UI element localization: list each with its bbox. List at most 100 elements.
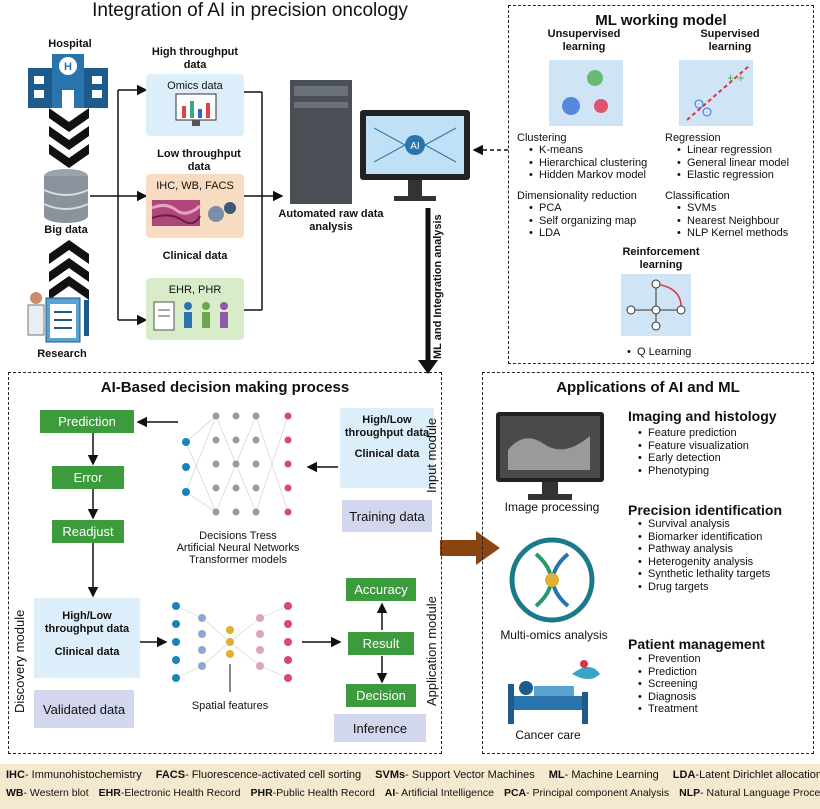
autoencoder-icon <box>172 602 292 682</box>
patient-heading: Patient management <box>628 636 765 652</box>
legend-row-2: WB- Western blot EHR-Electronic Health R… <box>6 787 820 799</box>
ihc-label: IHC, WB, FACS <box>156 180 234 192</box>
classification-plot-icon: + + <box>679 60 753 126</box>
input-clinical-label: Clinical data <box>354 448 420 460</box>
nn-caption-line: Transformer models <box>188 554 287 566</box>
decision-box: Decision <box>346 684 416 707</box>
clustering-item: K-means <box>527 144 647 157</box>
classification-label: Classification <box>665 190 730 202</box>
image-processing-label: Image processing <box>504 500 600 514</box>
automated-label: Automated raw data analysis <box>278 208 384 233</box>
down-chevrons-icon <box>49 108 89 168</box>
decision-title: AI-Based decision making process <box>100 379 350 396</box>
dimred-item: PCA <box>527 202 636 215</box>
up-chevrons-icon <box>49 240 89 300</box>
legend-row-1: IHC- Immunohistochemistry FACS- Fluoresc… <box>6 769 820 781</box>
legend-entry: WB- Western blot <box>6 787 89 799</box>
ihc-box: IHC, WB, FACS <box>146 174 244 238</box>
monitor-chart-icon <box>175 93 217 126</box>
applications-panel: Applications of AI and ML <box>482 372 814 754</box>
legend-entry: FACS- Fluorescence-activated cell sortin… <box>155 769 362 781</box>
training-data-box: Training data <box>342 500 432 532</box>
patient-item: Treatment <box>636 703 701 716</box>
omics-label: Omics data <box>167 80 223 92</box>
precision-heading: Precision identification <box>628 502 783 518</box>
high-throughput-title: High throughput data <box>151 46 239 71</box>
patient-item: Screening <box>636 678 701 691</box>
precision-item: Survival analysis <box>636 518 770 531</box>
histology-icon <box>151 200 236 226</box>
imaging-item: Phenotyping <box>636 465 749 478</box>
integration-arrow-label: ML and Integration analysis <box>432 214 444 360</box>
legend-entry: PCA- Principal component Analysis <box>503 787 670 799</box>
legend-entry: LDA-Latent Dirichlet allocation <box>672 769 820 781</box>
research-label: Research <box>37 348 87 360</box>
hospital-icon: H <box>28 54 108 108</box>
supervised-label: Supervised learning <box>700 28 760 53</box>
legend-entry: EHR-Electronic Health Record <box>98 787 241 799</box>
svg-text:AI: AI <box>410 141 419 152</box>
legend-entry: ML- Machine Learning <box>548 769 659 781</box>
legend-entry: NLP- Natural Language Processing <box>679 787 820 799</box>
legend-entry: SVMs- Support Vector Machines <box>375 769 535 781</box>
reinforcement-label: Reinforcement learning <box>622 246 700 271</box>
inference-box: Inference <box>334 714 426 742</box>
discovery-module-label: Discovery module <box>12 609 27 713</box>
dimred-item: LDA <box>527 227 636 240</box>
page-title: Integration of AI in precision oncology <box>92 0 408 21</box>
precision-item: Heterogenity analysis <box>636 556 770 569</box>
hospital-label: Hospital <box>48 38 92 50</box>
precision-item: Drug targets <box>636 581 770 594</box>
classification-item: Nearest Neighbour <box>675 215 788 228</box>
unsupervised-label: Unsupervised learning <box>547 28 621 53</box>
reinforcement-item: Q Learning <box>625 346 691 359</box>
imaging-item: Feature visualization <box>636 440 749 453</box>
regression-item: General linear model <box>675 157 789 170</box>
regression-label: Regression <box>665 132 721 144</box>
classification-item: NLP Kernel methods <box>675 227 788 240</box>
legend-entry: IHC- Immunohistochemistry <box>6 769 142 781</box>
multi-omics-icon <box>509 537 595 623</box>
regression-item: Elastic regression <box>675 169 789 182</box>
researcher-icon <box>27 292 89 343</box>
dimred-item: Self organizing map <box>527 215 636 228</box>
imaging-item: Early detection <box>636 452 749 465</box>
neural-network-icon <box>182 412 292 516</box>
validated-data-box: Validated data <box>34 690 134 728</box>
precision-item: Pathway analysis <box>636 543 770 556</box>
clustering-item: Hierarchical clustering <box>527 157 647 170</box>
legend-entry: PHR-Public Health Record <box>250 787 375 799</box>
discovery-data-label: High/Low throughput data <box>44 610 130 635</box>
cancer-care-label: Cancer care <box>515 728 581 742</box>
patient-list: Prevention Prediction Screening Diagnosi… <box>636 653 701 716</box>
patients-icon <box>153 301 228 331</box>
abbreviation-legend: IHC- Immunohistochemistry FACS- Fluoresc… <box>0 764 820 809</box>
prediction-box: Prediction <box>40 410 134 433</box>
database-icon <box>43 169 89 223</box>
cancer-care-icon <box>508 660 600 724</box>
result-box: Result <box>348 632 414 655</box>
decision-panel: AI-Based decision making process <box>8 372 442 754</box>
ehr-label: EHR, PHR <box>168 284 222 296</box>
applications-title: Applications of AI and ML <box>556 379 740 396</box>
clustering-label: Clustering <box>517 132 567 144</box>
imaging-heading: Imaging and histology <box>628 408 777 424</box>
image-monitor-icon <box>496 412 604 500</box>
omics-box: Omics data <box>146 74 244 136</box>
reinforcement-list: Q Learning <box>625 346 691 359</box>
clustering-list: K-means Hierarchical clustering Hidden M… <box>527 144 647 182</box>
spatial-features-label: Spatial features <box>191 700 269 712</box>
legend-entry: AI- Artificial Intelligence <box>384 787 494 799</box>
nn-caption-line: Decisions Tress <box>199 530 277 542</box>
discovery-clinical-label: Clinical data <box>54 646 120 658</box>
ehr-box: EHR, PHR <box>146 278 244 340</box>
reinforcement-graph-icon <box>621 274 691 336</box>
regression-list: Linear regression General linear model E… <box>675 144 789 182</box>
precision-item: Biomarker identification <box>636 531 770 544</box>
patient-item: Prediction <box>636 666 701 679</box>
clustering-item: Hidden Markov model <box>527 169 647 182</box>
ml-working-model-panel: ML working model Unsupervised learning S… <box>508 5 814 364</box>
imaging-item: Feature prediction <box>636 427 749 440</box>
input-data-label: High/Low throughput data <box>344 414 430 439</box>
